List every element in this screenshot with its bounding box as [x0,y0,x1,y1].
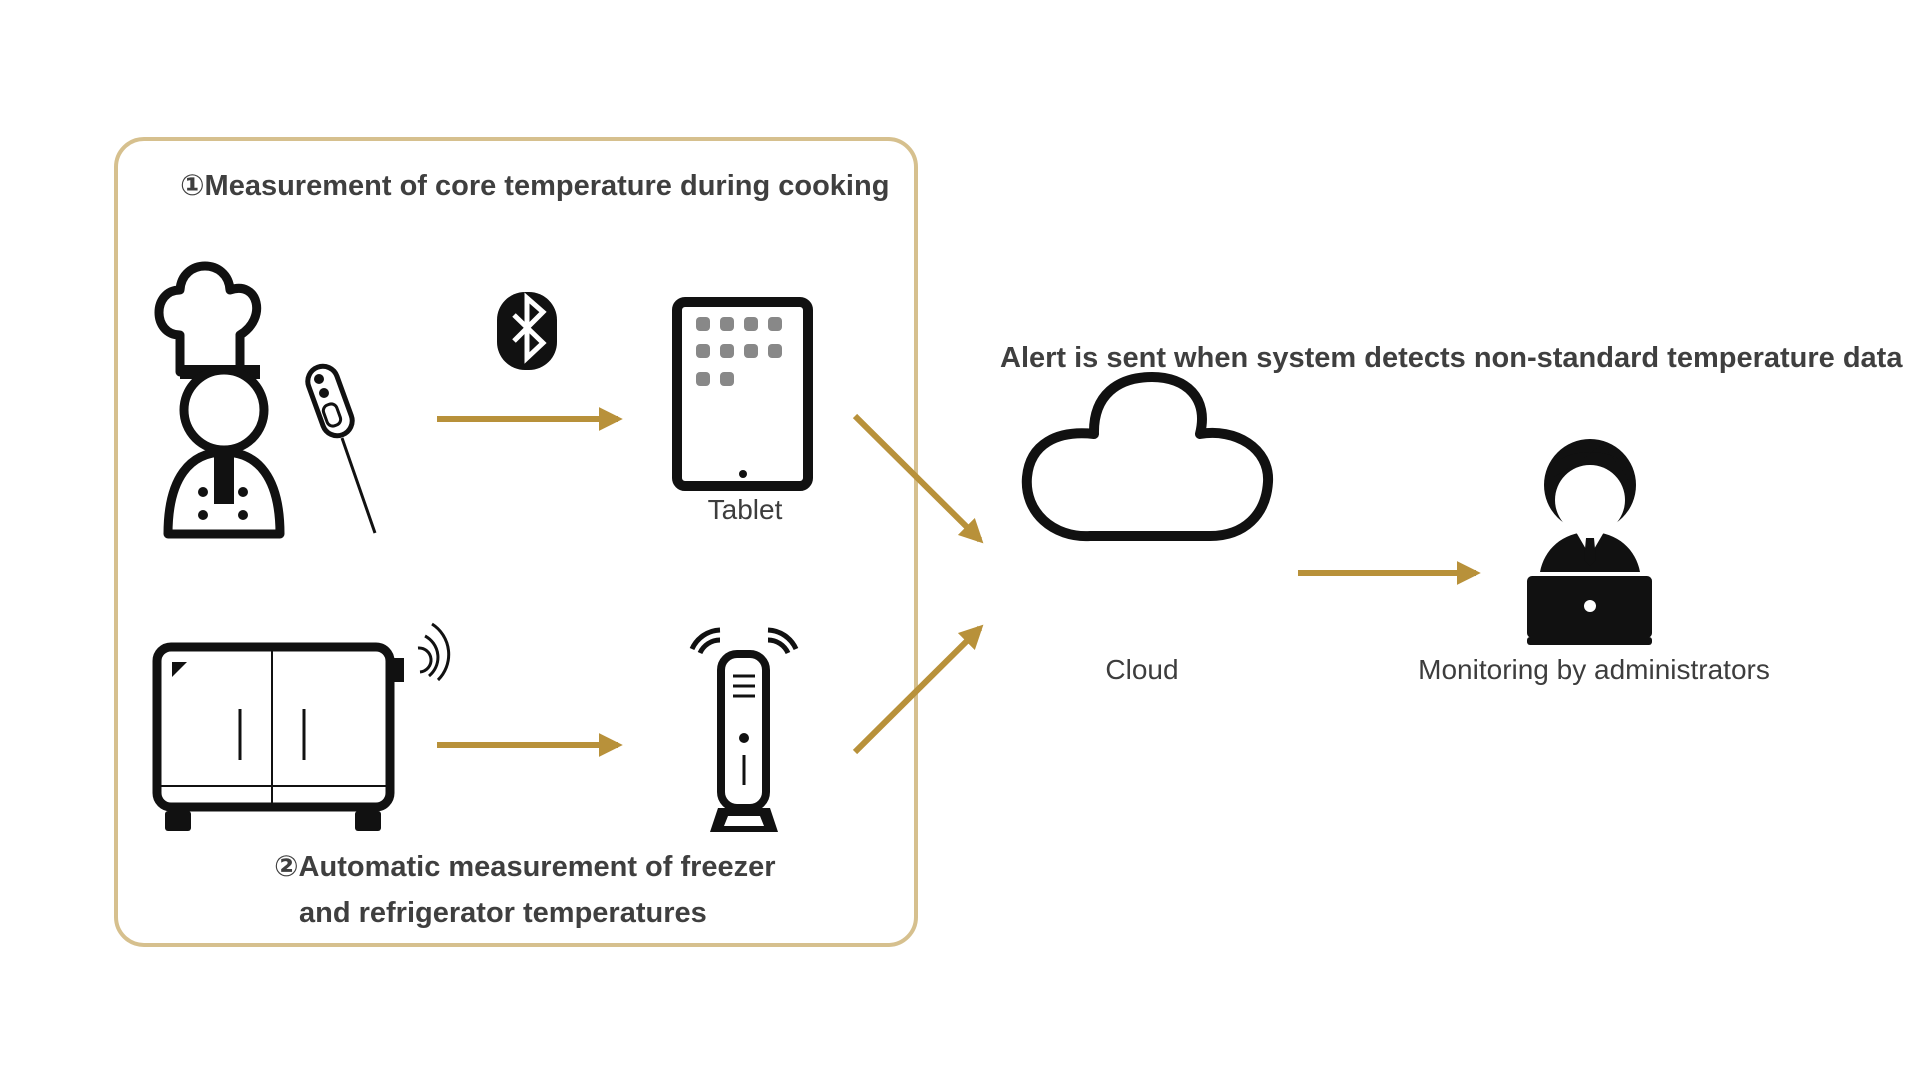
admin-laptop-icon [1527,439,1652,645]
cloud-icon [1021,372,1274,542]
core-temp-heading: ①Measurement of core temperature during … [180,170,890,202]
auto-measure-heading-line1: ②Automatic measurement of freezer [274,851,776,883]
chef-icon [154,261,285,539]
bluetooth-icon [497,292,557,370]
router-icon [689,627,799,832]
wireless-signal-icon [417,622,451,682]
admin-label: Monitoring by administrators [1418,654,1770,685]
refrigerator-icon [152,642,404,831]
tablet-label: Tablet [707,494,783,525]
cloud-label: Cloud [1105,654,1179,685]
tablet-icon [672,297,813,491]
tablet-to-cloud-arrow [852,413,984,544]
thermometer-probe-icon [305,363,377,534]
alert-text: Alert is sent when system detects non-st… [1000,342,1903,374]
auto-measure-heading-line2: and refrigerator temperatures [299,897,707,929]
measurement-group-frame [114,137,918,947]
router-to-cloud-arrow [852,624,984,755]
